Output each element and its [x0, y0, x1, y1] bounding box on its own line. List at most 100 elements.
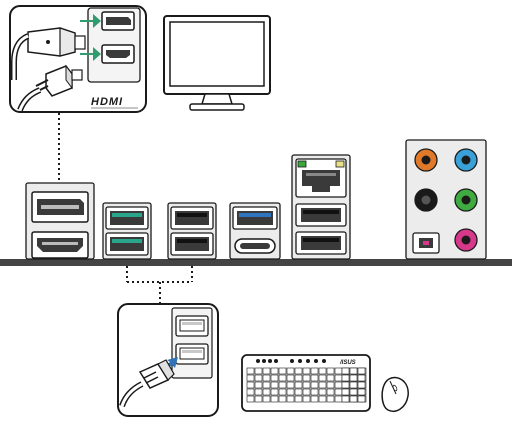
- usb-a-usb-c-stack: [229, 202, 281, 260]
- keyboard-key: [246, 381, 255, 389]
- keyboard-key: [262, 381, 271, 389]
- keyboard-key: [318, 395, 327, 403]
- keyboard-key: [286, 381, 295, 389]
- keyboard-key: [318, 367, 327, 375]
- keyboard-key: [310, 388, 319, 396]
- keyboard-numpad-key: [357, 367, 366, 375]
- keyboard-key: [318, 388, 327, 396]
- hdmi-cable-icon: [11, 27, 86, 80]
- keyboard-media-key: [256, 359, 260, 363]
- mouse-icon: [381, 376, 409, 412]
- keyboard-numpad-key: [349, 367, 358, 375]
- keyboard-key: [262, 388, 271, 396]
- keyboard-key: [278, 374, 287, 382]
- usb-c-port: [234, 238, 276, 254]
- keyboard-key: [286, 374, 295, 382]
- keyboard-key: [310, 395, 319, 403]
- svg-text:HDMI: HDMI: [91, 96, 123, 108]
- keyboard-media-key: [268, 359, 272, 363]
- callout-usb-port-bottom: [175, 343, 209, 365]
- lan-port: [295, 158, 347, 198]
- keyboard-key: [294, 395, 303, 403]
- audio-jack-pink: [454, 228, 478, 252]
- keyboard-numpad-key: [341, 388, 350, 396]
- keyboard-key: [310, 381, 319, 389]
- hdmi-port: [31, 231, 89, 259]
- audio-jack-blue: [454, 148, 478, 172]
- keyboard-media-key: [262, 359, 266, 363]
- keyboard-key: [310, 374, 319, 382]
- keyboard-keys: [246, 367, 367, 403]
- keyboard-numpad-key: [341, 374, 350, 382]
- audio-panel: [405, 139, 487, 260]
- audio-jack-orange: [414, 148, 438, 172]
- keyboard-key: [334, 388, 343, 396]
- keyboard-key: [270, 367, 279, 375]
- keyboard-key: [278, 395, 287, 403]
- keyboard-key: [262, 367, 271, 375]
- keyboard-numpad-key: [357, 395, 366, 403]
- keyboard-numpad-key: [349, 395, 358, 403]
- optical-out-port: [412, 232, 440, 254]
- keyboard-numpad-key: [349, 381, 358, 389]
- keyboard-key: [334, 367, 343, 375]
- keyboard-key: [270, 381, 279, 389]
- keyboard-media-key: [298, 359, 302, 363]
- keyboard-key: [294, 367, 303, 375]
- keyboard-numpad-key: [357, 374, 366, 382]
- keyboard-key: [286, 388, 295, 396]
- keyboard-media-key: [290, 359, 294, 363]
- keyboard-icon: /ISUS: [241, 354, 371, 412]
- keyboard-media-key: [274, 359, 278, 363]
- keyboard-key: [254, 381, 263, 389]
- keyboard-key: [254, 367, 263, 375]
- callout-arrow-bottom: [80, 47, 101, 61]
- keyboard-key: [334, 395, 343, 403]
- keyboard-key: [278, 381, 287, 389]
- keyboard-key: [246, 388, 255, 396]
- callout-hdmi-port: [101, 44, 135, 64]
- keyboard-key: [254, 388, 263, 396]
- keyboard-key: [318, 381, 327, 389]
- keyboard-key: [270, 395, 279, 403]
- lan-usb-stack: [291, 154, 351, 260]
- keyboard-numpad-key: [349, 374, 358, 382]
- keyboard-key: [262, 395, 271, 403]
- callout-arrow-top: [80, 14, 101, 28]
- usb-cable-icon: [119, 359, 175, 408]
- keyboard-key: [302, 395, 311, 403]
- video-ports-stack: [25, 182, 95, 260]
- keyboard-key: [302, 367, 311, 375]
- audio-jack-black: [414, 188, 438, 212]
- audio-jack-green: [454, 188, 478, 212]
- keyboard-key: [262, 374, 271, 382]
- keyboard-key: [326, 395, 335, 403]
- keyboard-key: [334, 374, 343, 382]
- keyboard-key: [294, 388, 303, 396]
- keyboard-key: [294, 381, 303, 389]
- keyboard-key: [246, 395, 255, 403]
- keyboard-key: [326, 388, 335, 396]
- keyboard-key: [254, 374, 263, 382]
- keyboard-key: [326, 367, 335, 375]
- usb-port-2a: [170, 206, 214, 230]
- usb-dotted-connector: [126, 266, 193, 304]
- keyboard-key: [326, 374, 335, 382]
- keyboard-key: [318, 374, 327, 382]
- rear-panel-bar: [0, 259, 512, 266]
- keyboard-key: [270, 388, 279, 396]
- keyboard-key: [310, 367, 319, 375]
- keyboard-numpad-key: [341, 395, 350, 403]
- usb-port-3b: [295, 231, 347, 255]
- usb-port-1b: [105, 232, 149, 256]
- keyboard-numpad-key: [341, 367, 350, 375]
- hdmi-callout: HDMI: [9, 5, 147, 113]
- keyboard-media-key: [306, 359, 310, 363]
- keyboard-key: [334, 381, 343, 389]
- keyboard-key: [246, 367, 255, 375]
- displayport-port: [31, 191, 89, 223]
- usb-callout: [117, 303, 219, 417]
- usb-port-blue: [232, 206, 278, 230]
- usb-port-3a: [295, 203, 347, 227]
- usb-port-2b: [170, 232, 214, 256]
